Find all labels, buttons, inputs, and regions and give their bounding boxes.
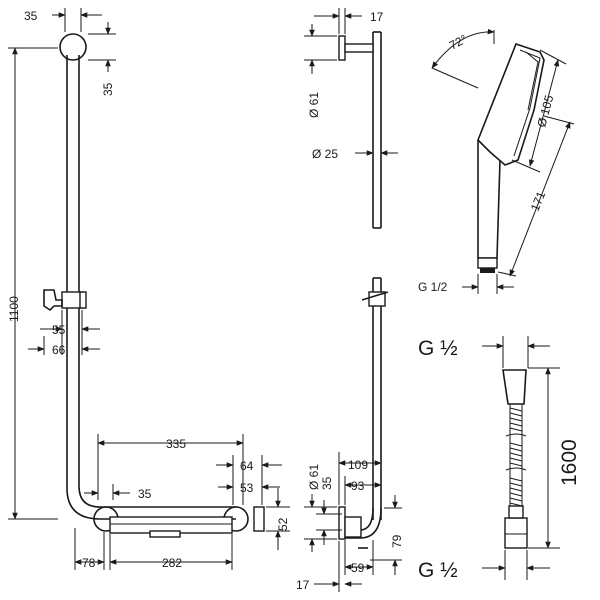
shower-holder [43, 289, 63, 312]
dim-1100: 1100 [7, 296, 21, 322]
hose-coils [509, 407, 523, 507]
dim-25: Ø 25 [312, 147, 338, 161]
dim-35-side: 35 [101, 82, 115, 96]
slider-body [61, 291, 83, 309]
hose-bottom-nut [504, 517, 528, 549]
dim-61-bottom: Ø 61 [307, 464, 321, 490]
dim-35-bottom: 35 [138, 487, 152, 501]
hand-shower: 72° Ø 105 171 G 1/2 [418, 28, 575, 294]
dim-171: 171 [528, 189, 549, 213]
dim-1600: 1600 [558, 439, 581, 486]
dim-64: 64 [240, 459, 254, 473]
dim-335: 335 [166, 437, 186, 451]
shower-head [477, 43, 545, 166]
rail-front-view [43, 33, 265, 538]
bar-side-view: Ø 61 35 109 93 79 59 17 [296, 277, 404, 592]
wall-mount-top-view: 17 Ø 61 Ø 25 [304, 8, 398, 229]
rail-dimensions: 35 35 1100 55 66 335 64 [7, 8, 290, 570]
dim-angle-72: 72° [447, 32, 470, 53]
dim-105: Ø 105 [534, 93, 556, 129]
dim-66: 66 [52, 343, 66, 357]
dim-61-top: Ø 61 [307, 92, 321, 118]
dim-17-top: 17 [370, 10, 384, 24]
shower-hose: G ½ 1600 G ½ [418, 336, 581, 582]
dim-55: 55 [52, 323, 66, 337]
dim-g12-hose-top: G ½ [418, 337, 458, 360]
dim-78: 78 [82, 556, 96, 570]
dim-59: 59 [351, 561, 365, 575]
dim-g12-shower: G 1/2 [418, 280, 448, 294]
dim-35-right: 35 [320, 476, 334, 490]
dim-53: 53 [240, 481, 254, 495]
hose-top-nut [502, 369, 527, 405]
shower-connector [480, 268, 495, 273]
dim-17-bottom: 17 [296, 578, 310, 592]
dim-109: 109 [348, 458, 368, 472]
top-wall-flange [59, 33, 87, 61]
dim-93: 93 [351, 479, 365, 493]
dim-35-top: 35 [24, 9, 38, 23]
dim-g12-hose-bottom: G ½ [418, 559, 458, 582]
dim-52: 52 [276, 517, 290, 531]
side-mount [253, 506, 265, 532]
dim-282: 282 [162, 556, 182, 570]
dim-79: 79 [390, 534, 404, 548]
